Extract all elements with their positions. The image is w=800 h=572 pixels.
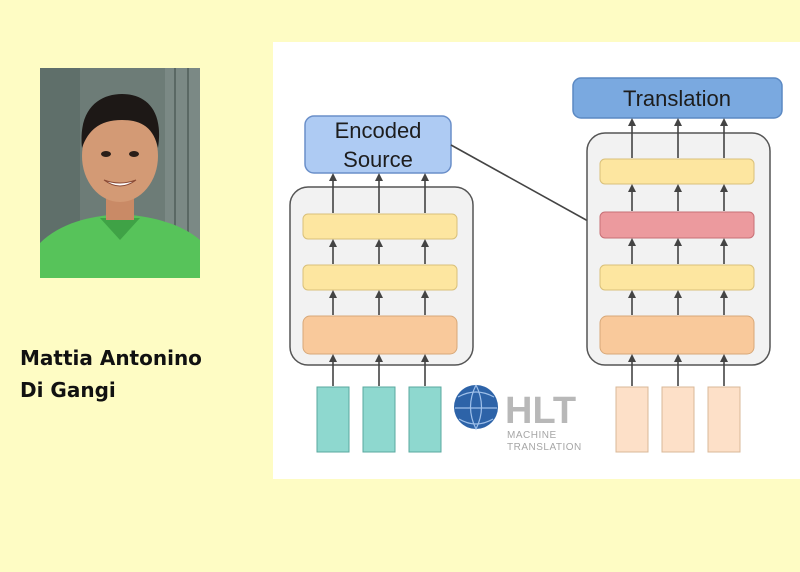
encoder-embedding-layer: [302, 315, 458, 355]
encoder-arrows: [329, 173, 429, 386]
person-name-line1: Mattia Antonino: [20, 346, 202, 370]
profile-photo: [40, 68, 200, 278]
encoded-source-label-line2: Source: [343, 147, 413, 172]
decoder-attention-layer: [599, 211, 755, 239]
encoder-input-token-2: [362, 386, 396, 453]
decoder-arrows: [628, 118, 728, 386]
translation-label: Translation: [623, 86, 731, 111]
encoder-layer-2: [302, 264, 458, 291]
encoder-decoder-diagram: Encoded Source Translation: [273, 42, 800, 479]
person-name-line2: Di Gangi: [20, 378, 116, 402]
decoder-embedding-layer: [599, 315, 755, 355]
logo-hlt-text: HLT: [505, 390, 576, 432]
decoder-input-token-1: [615, 386, 649, 453]
encoder-input-token-3: [408, 386, 442, 453]
person-portrait: [40, 68, 200, 278]
person-name: Mattia Antonino Di Gangi: [20, 342, 260, 406]
encoder-input-token-1: [316, 386, 350, 453]
logo-subtitle-line1: MACHINE: [507, 430, 557, 441]
logo-subtitle-line2: TRANSLATION: [507, 442, 582, 453]
encoded-source-label-line1: Encoded: [335, 118, 422, 143]
decoder-input-token-2: [661, 386, 695, 453]
hlt-logo: HLT MACHINE TRANSLATION: [454, 384, 582, 453]
attention-arrow: [450, 144, 599, 227]
decoder-layer-1: [599, 264, 755, 291]
decoder-input-token-3: [707, 386, 741, 453]
decoder-layer-3: [599, 158, 755, 185]
globe-icon: [454, 385, 498, 429]
encoder-layer-3: [302, 213, 458, 240]
